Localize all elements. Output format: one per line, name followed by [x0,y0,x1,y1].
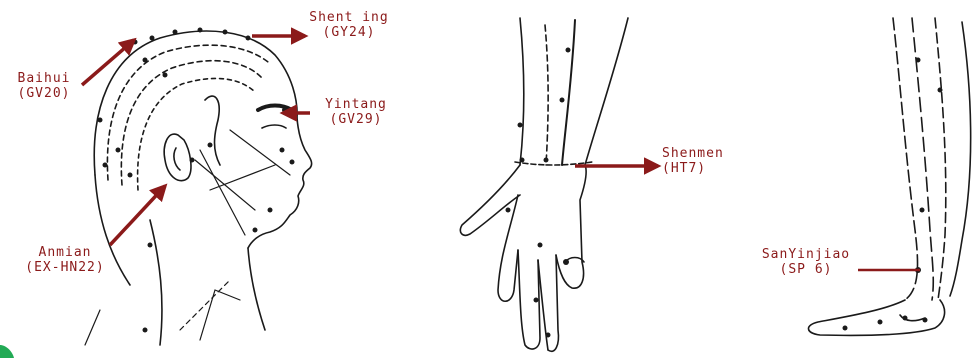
hand-points [506,48,571,338]
label-yintang: Yintang (GV29) [313,97,399,127]
hand-figure [460,18,628,351]
label-shenmen: Shenmen (HT7) [662,146,724,176]
head-figure [85,31,312,345]
label-yintang-code: (GV29) [313,112,399,127]
label-baihui-name: Baihui [6,71,82,86]
label-sanyinjiao-code: (SP 6) [756,262,856,277]
label-sanyinjiao-name: SanYinjiao [756,247,856,262]
head-points [98,28,295,333]
label-shenmen-name: Shenmen [662,146,724,161]
label-shenmen-code: (HT7) [662,161,724,176]
arrow-anmian [110,186,165,245]
label-anmian-name: Anmian [12,245,118,260]
label-sanyinjiao: SanYinjiao (SP 6) [756,247,856,277]
label-yintang-name: Yintang [313,97,399,112]
corner-mark [0,345,14,358]
label-anmian-code: (EX-HN22) [12,260,118,275]
arrow-baihui [82,40,134,85]
label-anmian: Anmian (EX-HN22) [12,245,118,275]
label-shenting: Shent ing (GY24) [306,10,392,40]
leg-points [843,58,943,331]
label-shenting-code: (GY24) [306,25,392,40]
label-baihui: Baihui (GV20) [6,71,82,101]
label-shenting-name: Shent ing [306,10,392,25]
leg-figure [808,18,970,335]
label-baihui-code: (GV20) [6,86,82,101]
